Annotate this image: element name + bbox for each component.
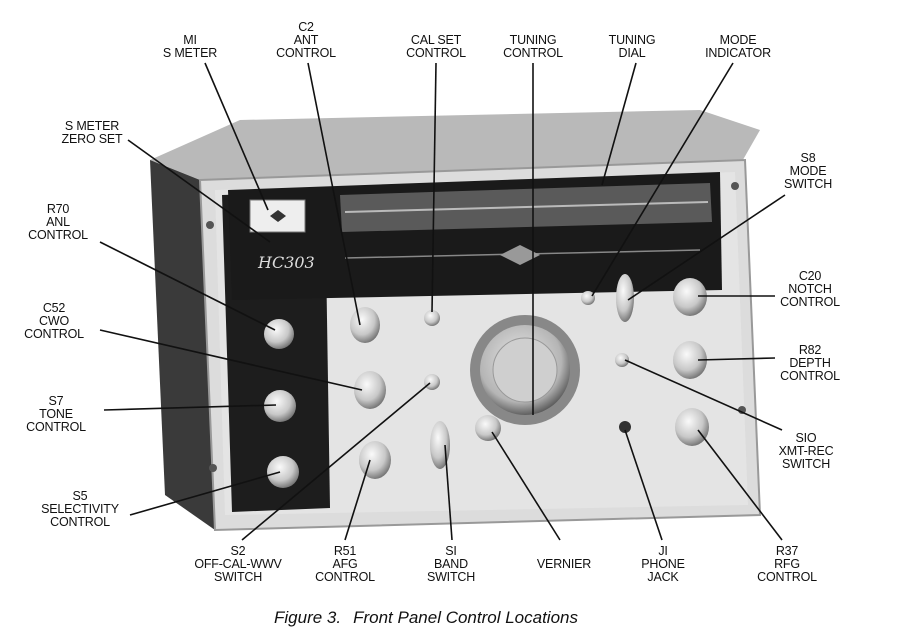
knob-c52 xyxy=(354,371,386,409)
mode-indicator-lamp xyxy=(581,291,595,305)
label-vernier: VERNIER xyxy=(536,557,592,571)
leader-c2 xyxy=(307,62,361,326)
figure-number: Figure 3. xyxy=(274,608,342,627)
leader-tuning-dial xyxy=(601,62,637,186)
cabinet-side xyxy=(150,160,215,530)
leader-s8 xyxy=(627,194,786,301)
leader-m1 xyxy=(204,62,269,211)
knob-s5 xyxy=(267,456,299,488)
switch-s2 xyxy=(424,374,440,390)
knob-r51 xyxy=(359,441,391,479)
leader-cal-set xyxy=(431,62,437,313)
leader-r51 xyxy=(344,459,371,541)
switch-s10 xyxy=(615,353,629,367)
leader-s2 xyxy=(241,382,431,541)
leader-j1 xyxy=(624,429,663,541)
leader-c52 xyxy=(99,329,363,391)
figure-caption: Figure 3. Front Panel Control Locations xyxy=(274,608,590,628)
vernier-knob xyxy=(475,415,501,441)
leader-vernier xyxy=(491,431,561,541)
leader-mode-indicator xyxy=(591,62,734,297)
leader-s7 xyxy=(103,404,277,411)
leader-s-meter-zero xyxy=(127,139,271,243)
switch-s8 xyxy=(616,274,634,322)
knob-r70 xyxy=(264,319,294,349)
phone-jack xyxy=(619,421,631,433)
knob-r82 xyxy=(673,341,707,379)
figure-title: Front Panel Control Locations xyxy=(353,608,578,627)
radio-logo: HC303 xyxy=(257,253,315,272)
knob-c2 xyxy=(350,307,380,343)
knob-s7 xyxy=(264,390,296,422)
leader-r37 xyxy=(697,429,783,541)
knob-c20 xyxy=(673,278,707,316)
switch-s1 xyxy=(430,421,450,469)
leader-s1 xyxy=(444,444,453,541)
leader-s5 xyxy=(129,471,281,516)
knob-cal-set xyxy=(424,310,440,326)
knob-r37 xyxy=(675,408,709,446)
leader-s10 xyxy=(624,359,783,431)
leader-lines xyxy=(99,62,786,541)
leader-r70 xyxy=(99,241,276,331)
leader-r82 xyxy=(697,357,776,361)
